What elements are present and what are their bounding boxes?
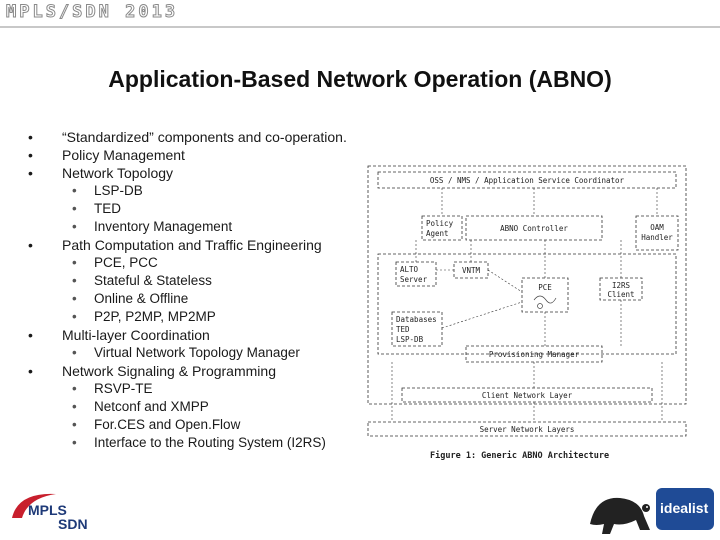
header-divider xyxy=(0,26,720,28)
logo-left-line1: MPLS xyxy=(28,502,67,518)
client-network-layer-label: Client Network Layer xyxy=(482,391,573,400)
pce-label: PCE xyxy=(538,283,552,292)
header-bar: MPLS/SDN 2013 xyxy=(0,0,720,26)
bullet-item: Multi-layer Coordination xyxy=(28,326,368,344)
policy-agent-box xyxy=(421,215,463,241)
sub-bullet-item: PCE, PCC xyxy=(28,254,368,272)
sub-bullet-item: For.CES and Open.Flow xyxy=(28,416,368,434)
policy-agent-label-1: Policy xyxy=(426,219,454,228)
idealist-logo: idealist xyxy=(656,488,714,530)
sub-bullet-item: Interface to the Routing System (I2RS) xyxy=(28,434,368,452)
sub-bullet-item: Online & Offline xyxy=(28,290,368,308)
databases-label-3: LSP-DB xyxy=(396,335,424,344)
pce-sketch-icon xyxy=(533,295,557,309)
i2rs-client-label-2: Client xyxy=(607,290,634,299)
logo-right-text: idealist xyxy=(660,500,709,516)
bullet-item: Path Computation and Traffic Engineering xyxy=(28,236,368,254)
figure-caption: Figure 1: Generic ABNO Architecture xyxy=(430,451,610,461)
oam-handler-box xyxy=(635,215,679,251)
sub-bullet-item: RSVP-TE xyxy=(28,380,368,398)
sub-bullet-item: Inventory Management xyxy=(28,218,368,236)
abno-controller-box xyxy=(465,215,603,241)
oss-coordinator-box xyxy=(377,171,677,189)
client-network-layer-box xyxy=(401,387,653,403)
sub-bullet-item: Virtual Network Topology Manager xyxy=(28,344,368,362)
policy-agent-label-2: Agent xyxy=(426,229,449,238)
mascot-illustration-icon xyxy=(590,497,650,534)
alto-server-label-1: ALTO xyxy=(400,265,419,274)
sub-bullet-item: Stateful & Stateless xyxy=(28,272,368,290)
alto-server-label-2: Server xyxy=(400,275,428,284)
abno-architecture-diagram: OSS / NMS / Application Service Coordina… xyxy=(367,165,687,437)
bullet-list: “Standardized” components and co-operati… xyxy=(28,128,368,452)
databases-label-1: Databases xyxy=(396,315,437,324)
i2rs-client-label-1: I2RS xyxy=(612,281,631,290)
sub-bullet-item: P2P, P2MP, MP2MP xyxy=(28,308,368,326)
mpls-swoosh-icon xyxy=(12,493,56,518)
server-network-layers-box xyxy=(367,421,687,437)
databases-label-2: TED xyxy=(396,325,410,334)
oam-handler-label-2: Handler xyxy=(641,233,673,242)
bullet-item: Policy Management xyxy=(28,146,368,164)
server-network-layers-label: Server Network Layers xyxy=(480,425,575,434)
databases-box xyxy=(391,311,443,347)
oss-coordinator-label: OSS / NMS / Application Service Coordina… xyxy=(430,176,625,185)
logo-left-line2: SDN xyxy=(58,516,88,532)
event-title: MPLS/SDN 2013 xyxy=(5,2,179,23)
oam-handler-label-1: OAM xyxy=(650,223,664,232)
vntm-label: VNTM xyxy=(462,266,481,275)
diagram-connectors xyxy=(391,188,663,422)
mpls-sdn-logo: MPLS SDN xyxy=(8,488,108,534)
provisioning-manager-label: Provisioning Manager xyxy=(489,350,580,359)
bullet-item: “Standardized” components and co-operati… xyxy=(28,128,368,146)
inner-frame xyxy=(377,253,677,355)
slide-title: Application-Based Network Operation (ABN… xyxy=(108,66,612,92)
sub-bullet-item: TED xyxy=(28,200,368,218)
abno-controller-label: ABNO Controller xyxy=(500,224,568,233)
outer-frame xyxy=(367,165,687,405)
sub-bullet-item: LSP-DB xyxy=(28,182,368,200)
bullet-item: Network Topology xyxy=(28,164,368,182)
sub-bullet-item: Netconf and XMPP xyxy=(28,398,368,416)
bullet-item: Network Signaling & Programming xyxy=(28,362,368,380)
